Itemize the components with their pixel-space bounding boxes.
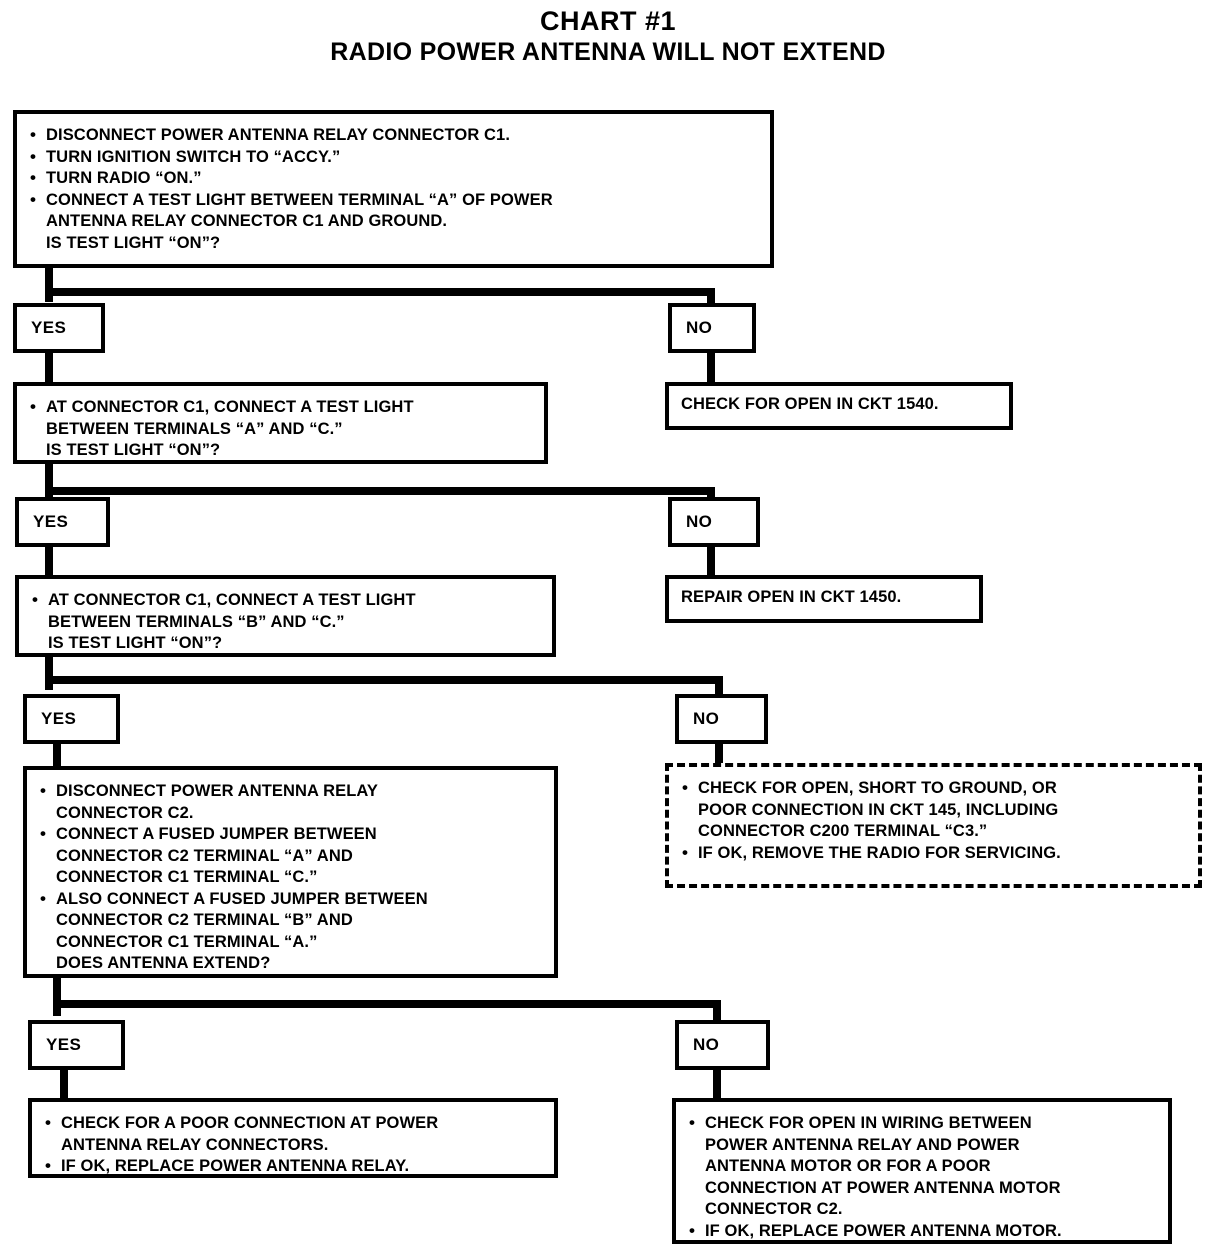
list-item: DISCONNECT POWER ANTENNA RELAY CONNECTOR… xyxy=(39,780,544,824)
node-step-1: DISCONNECT POWER ANTENNA RELAY CONNECTOR… xyxy=(13,110,774,268)
step2-list: AT CONNECTOR C1, CONNECT A TEST LIGHT BE… xyxy=(29,396,534,462)
connector-no4-to-result5 xyxy=(713,1068,721,1100)
list-item: ALSO CONNECT A FUSED JUMPER BETWEEN CONN… xyxy=(39,888,544,975)
connector-no3-to-result3 xyxy=(715,742,723,768)
result5-list: CHECK FOR OPEN IN WIRING BETWEEN POWER A… xyxy=(688,1112,1158,1243)
connector-step1-stub xyxy=(45,266,53,302)
connector-yes3-to-step4 xyxy=(53,742,61,772)
list-item: AT CONNECTOR C1, CONNECT A TEST LIGHT BE… xyxy=(29,396,534,462)
branch-label: NO xyxy=(693,709,720,728)
connector-yes4-to-result4 xyxy=(60,1068,68,1100)
branch-yes-2[interactable]: YES xyxy=(15,497,110,547)
list-item: IF OK, REPLACE POWER ANTENNA RELAY. xyxy=(44,1155,544,1178)
node-result-2: REPAIR OPEN IN CKT 1450. xyxy=(665,575,983,623)
connector-yes1-to-step2 xyxy=(45,350,53,382)
list-item: TURN RADIO “ON.” xyxy=(29,167,760,190)
result4-list: CHECK FOR A POOR CONNECTION AT POWER ANT… xyxy=(44,1112,544,1178)
connector-step3-stub xyxy=(45,650,53,690)
list-item: TURN IGNITION SWITCH TO “ACCY.” xyxy=(29,146,760,169)
connector-step4-stub xyxy=(53,974,61,1016)
connector-step2-stub xyxy=(45,462,53,498)
list-item: CHECK FOR OPEN, SHORT TO GROUND, OR POOR… xyxy=(681,777,1188,843)
branch-no-1[interactable]: NO xyxy=(668,303,756,353)
chart-title: CHART #1 xyxy=(539,6,677,36)
node-step-3: AT CONNECTOR C1, CONNECT A TEST LIGHT BE… xyxy=(15,575,556,657)
branch-label: YES xyxy=(41,709,77,728)
connector-no2-to-result2 xyxy=(707,545,715,577)
list-item: CONNECT A TEST LIGHT BETWEEN TERMINAL “A… xyxy=(29,189,760,255)
branch-label: YES xyxy=(33,512,69,531)
chart-subtitle: RADIO POWER ANTENNA WILL NOT EXTEND xyxy=(330,38,886,66)
branch-label: YES xyxy=(31,318,67,337)
node-result-4: CHECK FOR A POOR CONNECTION AT POWER ANT… xyxy=(28,1098,558,1178)
branch-yes-1[interactable]: YES xyxy=(13,303,105,353)
node-step-4: DISCONNECT POWER ANTENNA RELAY CONNECTOR… xyxy=(23,766,558,978)
connector-no1-to-result1 xyxy=(707,350,715,382)
connector-level3-bus xyxy=(45,676,723,684)
branch-no-3[interactable]: NO xyxy=(675,694,768,744)
branch-label: NO xyxy=(686,318,713,337)
list-item: DISCONNECT POWER ANTENNA RELAY CONNECTOR… xyxy=(29,124,760,147)
step1-list: DISCONNECT POWER ANTENNA RELAY CONNECTOR… xyxy=(29,124,760,255)
branch-label: NO xyxy=(693,1035,720,1054)
branch-no-4[interactable]: NO xyxy=(675,1020,770,1070)
node-result-1: CHECK FOR OPEN IN CKT 1540. xyxy=(665,382,1013,430)
connector-level4-bus xyxy=(53,1000,721,1008)
node-result-3: CHECK FOR OPEN, SHORT TO GROUND, OR POOR… xyxy=(665,763,1202,888)
step4-list: DISCONNECT POWER ANTENNA RELAY CONNECTOR… xyxy=(39,780,544,975)
result2-text: REPAIR OPEN IN CKT 1450. xyxy=(681,588,902,606)
result3-list: CHECK FOR OPEN, SHORT TO GROUND, OR POOR… xyxy=(681,777,1188,865)
branch-label: YES xyxy=(46,1035,82,1054)
list-item: IF OK, REMOVE THE RADIO FOR SERVICING. xyxy=(681,842,1188,865)
connector-yes2-to-step3 xyxy=(45,545,53,577)
branch-yes-3[interactable]: YES xyxy=(23,694,120,744)
result1-text: CHECK FOR OPEN IN CKT 1540. xyxy=(681,395,939,413)
connector-level3-to-no xyxy=(715,676,723,696)
connector-level4-to-no xyxy=(713,1000,721,1022)
connector-level2-bus xyxy=(45,487,715,495)
node-step-2: AT CONNECTOR C1, CONNECT A TEST LIGHT BE… xyxy=(13,382,548,464)
connector-level1-to-no xyxy=(707,288,715,306)
step3-list: AT CONNECTOR C1, CONNECT A TEST LIGHT BE… xyxy=(31,589,542,655)
branch-label: NO xyxy=(686,512,713,531)
list-item: AT CONNECTOR C1, CONNECT A TEST LIGHT BE… xyxy=(31,589,542,655)
branch-no-2[interactable]: NO xyxy=(668,497,760,547)
list-item: CHECK FOR OPEN IN WIRING BETWEEN POWER A… xyxy=(688,1112,1158,1221)
list-item: CONNECT A FUSED JUMPER BETWEEN CONNECTOR… xyxy=(39,823,544,889)
node-result-5: CHECK FOR OPEN IN WIRING BETWEEN POWER A… xyxy=(672,1098,1172,1244)
connector-level1-bus xyxy=(45,288,715,296)
list-item: CHECK FOR A POOR CONNECTION AT POWER ANT… xyxy=(44,1112,544,1156)
connector-level2-to-no xyxy=(707,487,715,503)
list-item: IF OK, REPLACE POWER ANTENNA MOTOR. xyxy=(688,1220,1158,1243)
branch-yes-4[interactable]: YES xyxy=(28,1020,125,1070)
